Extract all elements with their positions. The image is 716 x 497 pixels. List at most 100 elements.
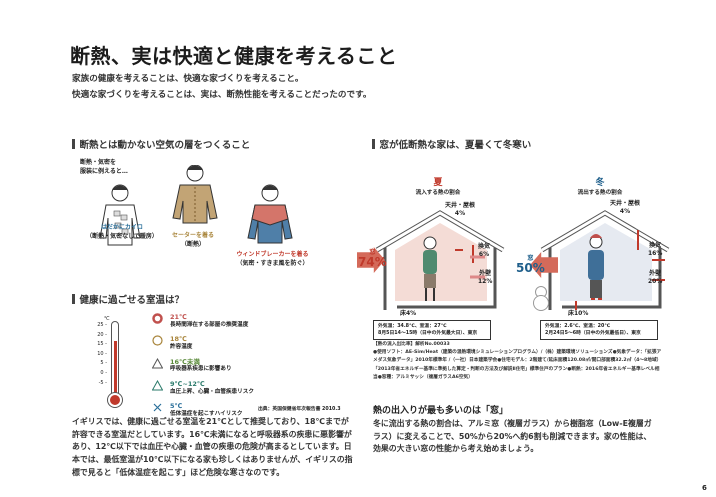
stat-pct: 4% xyxy=(619,207,631,215)
double-circle-icon xyxy=(152,313,163,324)
figure-label: はだかにカイロ xyxy=(101,224,143,231)
summer-window-stat: 窓 74% xyxy=(358,249,387,269)
winter-caption: 冬 流出する熱の割合 xyxy=(562,175,638,196)
source-citation: 出典：英国保健省年次報告書 2010.3 xyxy=(258,407,341,412)
naked-figure-illustration xyxy=(99,184,141,246)
winter-conditions-box: 外気温：2.6℃、室温：20℃ 2月24日5〜6時（日中の外気最低日）、東京 xyxy=(540,320,658,341)
page-number: 6 xyxy=(702,484,707,492)
stat-pct: 6% xyxy=(478,250,490,258)
thermometer-tick-label: 0 - xyxy=(100,370,107,376)
summer-conditions-box: 外気温：34.8℃、室温：27℃ 8月5日14〜15時（日中の外気最大日）、東京 xyxy=(373,320,491,341)
intro-line: 断熱・気密を xyxy=(80,159,117,166)
lead-line-2: 快適な家づくりを考えることは、実は、断熱性能を考えることだったのです。 xyxy=(72,90,372,100)
stat-label: 窓 xyxy=(527,255,534,262)
figure-label: ウィンドブレーカーを着る xyxy=(236,251,309,258)
conditions-line: 2月24日5〜6時（日中の外気最低日）、東京 xyxy=(545,331,641,337)
legend-desc: 呼吸器系疾患に影響あり xyxy=(170,366,232,373)
stat-label: 天井・屋根 xyxy=(445,202,476,209)
summer-house-illustration xyxy=(375,210,505,310)
legend-temp: 5℃ xyxy=(170,402,183,411)
analysis-notes: 【熱の流入出比率】解析No.00033 ●使用ソフト：AE-Sim/Heat（建… xyxy=(373,341,663,382)
legend-temp: 16℃未満 xyxy=(170,357,200,366)
legend-temp: 9℃~12℃ xyxy=(170,379,205,388)
legend-item: 16℃未満呼吸器系疾患に影響あり xyxy=(152,357,254,374)
winter-floor-stat: 床10% xyxy=(568,310,589,317)
legend-desc: 血圧上昇、心臓・血管疾患リスク xyxy=(170,388,254,395)
winter-window-stat: 窓 50% xyxy=(516,255,545,275)
figure-sub: （断熱・気密なしで暖房） xyxy=(86,232,158,240)
figure-sub: （断熱） xyxy=(180,240,205,248)
legend-desc: 低体温症を起こすハイリスク xyxy=(170,411,243,418)
conditions-line: 外気温：2.6℃、室温：20℃ xyxy=(545,324,611,329)
intro-line: 服装に例えると… xyxy=(80,167,128,175)
section-heading-insulation: 断熱とは動かない空気の層をつくること xyxy=(72,137,251,151)
cross-icon xyxy=(153,403,162,412)
season-label-winter: 冬 xyxy=(595,178,605,188)
figure-label: セーターを着る xyxy=(171,232,214,239)
winter-house-illustration xyxy=(540,210,670,310)
section-heading-room-temp: 健康に過ごせる室温は？ xyxy=(72,292,185,306)
figure-caption-sweater: セーターを着る （断熱） xyxy=(158,232,228,249)
thermometer-tick-label: 10 - xyxy=(97,350,107,357)
stat-label: 外壁 xyxy=(649,270,662,277)
stat-pct: 4% xyxy=(454,209,466,217)
stat-pct: 12% xyxy=(478,277,493,285)
legend-desc: 許容温度 xyxy=(170,344,193,351)
triangle-icon xyxy=(152,379,163,391)
section-heading-windows: 窓が低断熱な家は、夏暑くて冬寒い xyxy=(372,137,532,151)
window-body: 冬に流出する熱の割合は、アルミ窓（複層ガラス）から樹脂窓（Low-E複層ガラス）… xyxy=(373,419,652,454)
thermometer-tick-label: -5 - xyxy=(98,379,107,386)
sweater-figure-illustration xyxy=(172,165,218,224)
thermometer-fill xyxy=(113,341,117,399)
stat-label: 外壁 xyxy=(479,270,492,277)
stat-label: 換気 xyxy=(649,242,662,249)
thermometer-unit: ℃ xyxy=(104,316,110,322)
thermometer: ℃ 25 - 20 - 15 - 10 - 5 - 0 - -5 - xyxy=(90,316,140,407)
thermometer-bulb xyxy=(108,393,122,407)
legend-temp: 18℃ xyxy=(170,335,187,344)
summer-floor-stat: 床4% xyxy=(400,310,417,317)
conditions-line: 外気温：34.8℃、室温：27℃ xyxy=(378,324,447,329)
figure-caption-naked: はだかにカイロ （断熱・気密なしで暖房） xyxy=(82,224,162,241)
thermometer-tick-label: 20 - xyxy=(97,331,107,338)
lead-line-1: 家族の健康を考えることは、快適な家づくりを考えること。 xyxy=(72,74,304,84)
summer-caption: 夏 流入する熱の割合 xyxy=(400,175,476,196)
window-subheading: 熱の出入りが最も多いのは「窓」 xyxy=(373,406,509,416)
windbreaker-figure-illustration xyxy=(247,184,293,244)
thermometer-tick-label: 15 - xyxy=(97,341,107,348)
triangle-icon xyxy=(152,357,163,369)
circle-icon xyxy=(152,335,163,346)
clothing-intro: 断熱・気密を 服装に例えると… xyxy=(80,159,128,176)
stat-label: 窓 xyxy=(369,249,376,256)
figure-caption-windbreaker: ウィンドブレーカーを着る （気密・すきま風を防ぐ） xyxy=(225,251,320,268)
stat-pct: 74% xyxy=(358,255,387,269)
notes-line: ●使用ソフト：AE-Sim/Heat（建築の温熱環境シミュレーションプログラム）… xyxy=(373,350,662,380)
clothing-illustrations xyxy=(99,165,293,246)
legend-desc: 長時間滞在する部屋の推奨温度 xyxy=(170,321,249,328)
figure-sub: （気密・すきま風を防ぐ） xyxy=(236,259,309,267)
season-label-summer: 夏 xyxy=(433,178,443,188)
stat-label: 換気 xyxy=(478,243,491,250)
stat-label: 天井・屋根 xyxy=(610,200,641,207)
winter-sub-caption: 流出する熱の割合 xyxy=(577,190,623,196)
stat-pct: 50% xyxy=(516,261,545,275)
conditions-line: 8月5日14〜15時（日中の外気最大日）、東京 xyxy=(378,331,478,337)
stat-pct: 16% xyxy=(648,249,663,257)
page-title: 断熱、実は快適と健康を考えること xyxy=(70,44,398,68)
notes-line: 【熱の流入出比率】解析No.00033 xyxy=(373,342,450,347)
thermometer-tick-label: 25 - xyxy=(97,322,107,328)
summer-sub-caption: 流入する熱の割合 xyxy=(415,190,461,196)
room-temp-body: イギリスでは、健康に過ごせる室温を21℃として推奨しており、18℃までが許容でき… xyxy=(72,417,353,477)
legend-temp: 21℃ xyxy=(170,313,187,321)
thermometer-tick-label: 5 - xyxy=(100,360,107,367)
